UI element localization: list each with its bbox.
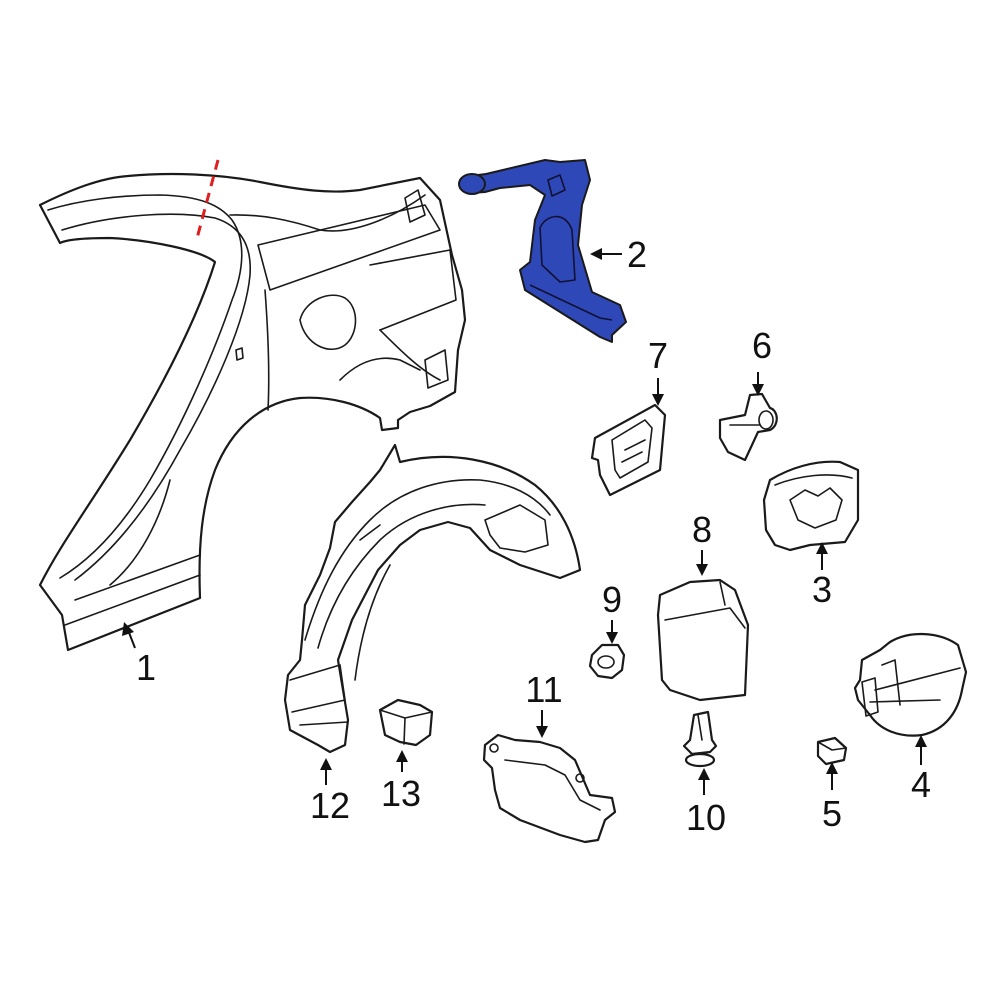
callout-5: 5 xyxy=(822,793,842,834)
callout-3: 3 xyxy=(812,569,832,610)
part-1-quarter-panel xyxy=(38,172,467,652)
part-9-grommet xyxy=(588,643,626,680)
part-6-actuator xyxy=(718,392,778,462)
callout-8: 8 xyxy=(692,509,712,550)
part-8-cover xyxy=(656,578,750,702)
part-5-clip xyxy=(816,736,848,766)
part-2-bracket-highlighted xyxy=(458,159,627,343)
part-10-push-pin xyxy=(682,710,718,768)
leader-lines xyxy=(122,248,927,795)
part-3-filler-housing xyxy=(762,460,860,552)
bracket-mount-knob xyxy=(458,173,486,195)
callout-11: 11 xyxy=(525,669,562,710)
part-11-bracket-plate xyxy=(482,733,617,844)
callout-2: 2 xyxy=(627,234,647,275)
callout-1: 1 xyxy=(136,647,156,688)
callout-6: 6 xyxy=(752,325,772,366)
callout-labels: 1 2 3 4 5 6 7 8 9 10 11 12 13 xyxy=(136,234,931,838)
cut-line xyxy=(194,159,220,243)
callout-12: 12 xyxy=(310,785,350,826)
bracket-body xyxy=(469,159,627,343)
part-12-wheel-liner xyxy=(283,443,582,754)
part-7-pocket-frame xyxy=(590,403,667,497)
part-4-fuel-door xyxy=(853,632,968,737)
callout-4: 4 xyxy=(911,764,931,805)
callout-13: 13 xyxy=(381,773,421,814)
callout-10: 10 xyxy=(686,797,726,838)
callout-9: 9 xyxy=(602,579,622,620)
callout-7: 7 xyxy=(648,335,668,376)
part-13-clip-block xyxy=(378,698,434,747)
